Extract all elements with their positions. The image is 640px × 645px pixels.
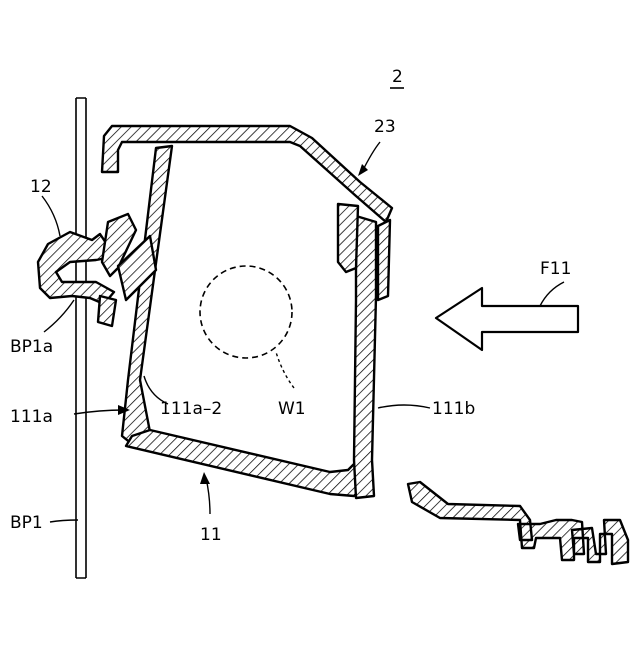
body-panel-bp1 bbox=[76, 98, 86, 578]
label-111a-2: 111a–2 bbox=[160, 399, 222, 419]
label-f11: F11 bbox=[540, 259, 571, 279]
label-23: 23 bbox=[374, 117, 396, 137]
label-12: 12 bbox=[30, 177, 52, 197]
label-111a: 111a bbox=[10, 407, 53, 427]
label-w1: W1 bbox=[278, 399, 306, 419]
label-bp1a: BP1a bbox=[10, 337, 53, 357]
force-arrow-f11 bbox=[436, 288, 578, 350]
label-11: 11 bbox=[200, 525, 222, 545]
label-111b: 111b bbox=[432, 399, 475, 419]
main-body-11 bbox=[118, 146, 390, 498]
figure-number: 2 bbox=[392, 67, 403, 87]
wire-harness-w1 bbox=[200, 266, 292, 358]
label-bp1: BP1 bbox=[10, 513, 43, 533]
lower-bracket bbox=[408, 482, 628, 564]
